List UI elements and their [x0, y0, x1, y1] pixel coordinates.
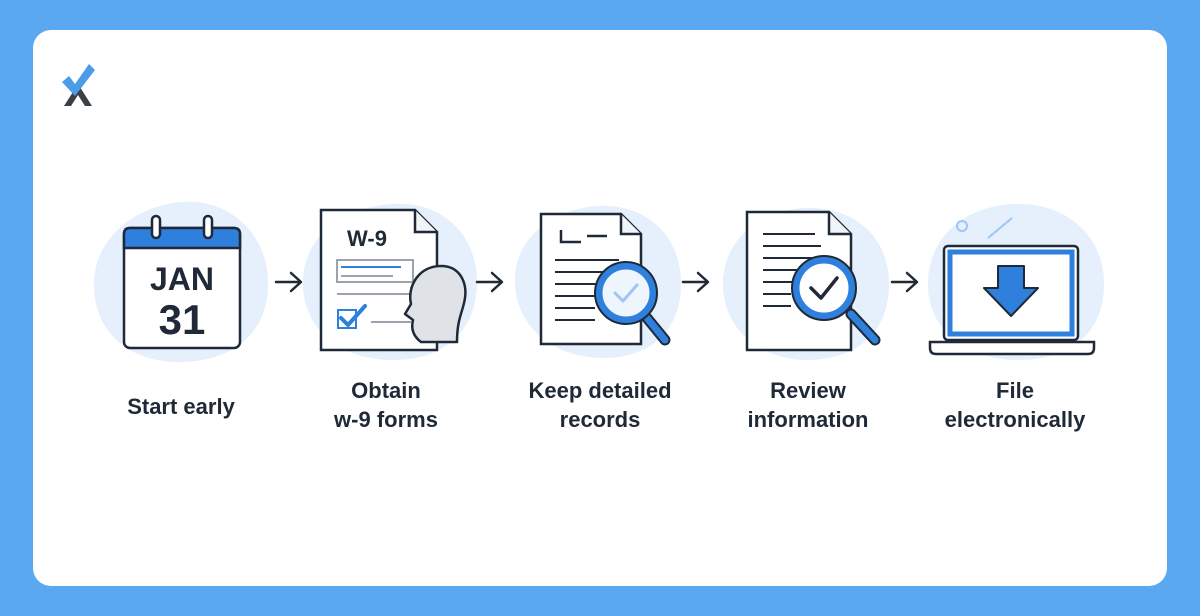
- step-label-line: records: [559, 407, 641, 432]
- step-label: Start early: [76, 392, 286, 421]
- step-label: Keep detailed records: [495, 376, 705, 434]
- form-title: W-9: [347, 226, 387, 251]
- step-label-line: Review: [770, 378, 846, 403]
- step-obtain-w9: W-9 Obtain w-9 forms: [281, 190, 491, 450]
- logo-icon: [62, 64, 95, 106]
- calendar-day: 31: [159, 296, 206, 343]
- step-label: Obtain w-9 forms: [281, 376, 491, 434]
- step-label: File electronically: [910, 376, 1120, 434]
- step-label-line: electronically: [944, 407, 1086, 432]
- step-file-electronically: File electronically: [910, 190, 1120, 450]
- document-check-magnifier-icon: [723, 207, 889, 360]
- step-keep-records: Keep detailed records: [495, 190, 705, 450]
- step-label-line: Obtain: [351, 378, 421, 403]
- calendar-month: JAN: [150, 261, 214, 297]
- w9-form-icon: W-9: [302, 203, 477, 360]
- step-label-line: File: [996, 378, 1034, 403]
- arrow-right-icon: [274, 271, 303, 293]
- step-label-line: information: [747, 407, 869, 432]
- arrow-right-icon: [475, 271, 504, 293]
- arrow-right-icon: [890, 271, 919, 293]
- document-magnifier-icon: [514, 205, 681, 358]
- step-label-line: w-9 forms: [334, 407, 438, 432]
- step-label: Review information: [703, 376, 913, 434]
- calendar-icon: JAN 31: [93, 201, 269, 363]
- step-label-line: Start early: [127, 394, 235, 419]
- laptop-download-icon: [928, 203, 1104, 360]
- step-start-early: JAN 31 Start early: [76, 190, 286, 450]
- step-label-line: Keep detailed: [528, 378, 672, 403]
- arrow-right-icon: [681, 271, 710, 293]
- step-review-information: Review information: [703, 190, 913, 450]
